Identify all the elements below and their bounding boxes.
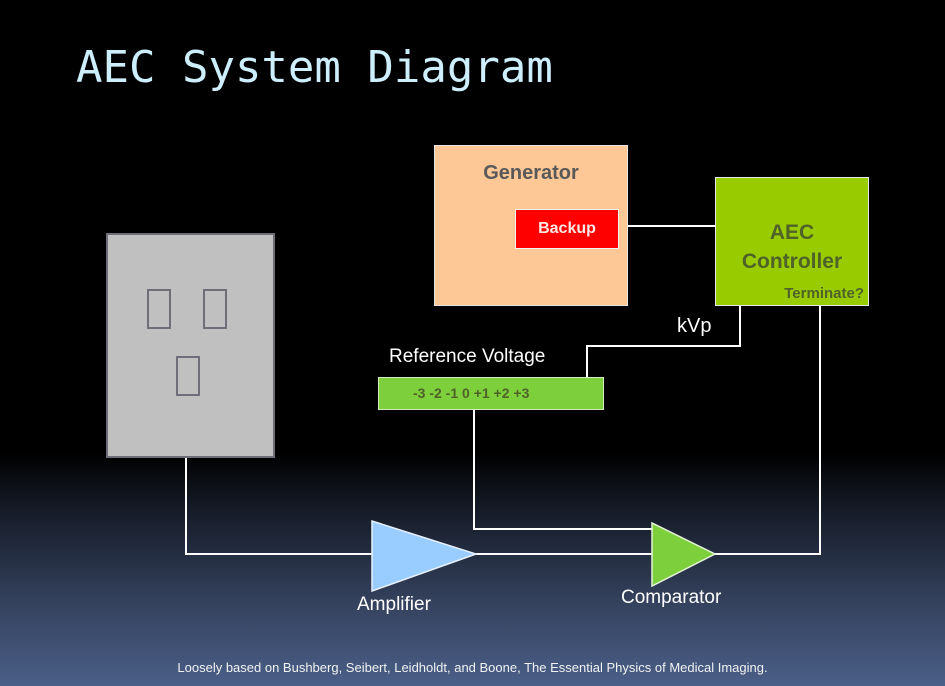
outlet-slot-ground [176,356,200,396]
outlet-slot-right [203,289,227,329]
amplifier-label: Amplifier [357,594,431,615]
reference-voltage-bar: -3 -2 -1 0 +1 +2 +3 [378,377,604,410]
generator-label: Generator [483,162,579,184]
wire-reference-comparator [473,410,652,530]
kvp-label: kVp [677,315,712,337]
slide-title: AEC System Diagram [76,42,553,93]
backup-label: Backup [538,220,596,237]
aec-controller-box: AEC Controller Terminate? [715,177,869,306]
terminate-label: Terminate? [784,285,864,302]
controller-name-line1: AEC [769,221,815,244]
citation-footer: Loosely based on Bushberg, Seibert, Leid… [177,660,768,675]
backup-box: Backup [515,209,619,249]
wire-detector-amplifier [185,458,372,555]
electrical-outlet-icon [106,233,275,458]
comparator-triangle [651,521,717,588]
wire-kvp [586,306,741,377]
comparator-label: Comparator [621,587,722,608]
outlet-slot-left [147,289,171,329]
reference-voltage-scale: -3 -2 -1 0 +1 +2 +3 [413,385,530,401]
amplifier-triangle [371,519,479,593]
wire-comparator-controller [715,306,821,555]
reference-voltage-label: Reference Voltage [389,346,546,367]
controller-name-line2: Controller [741,250,843,273]
controller-name: AEC Controller [716,218,868,276]
